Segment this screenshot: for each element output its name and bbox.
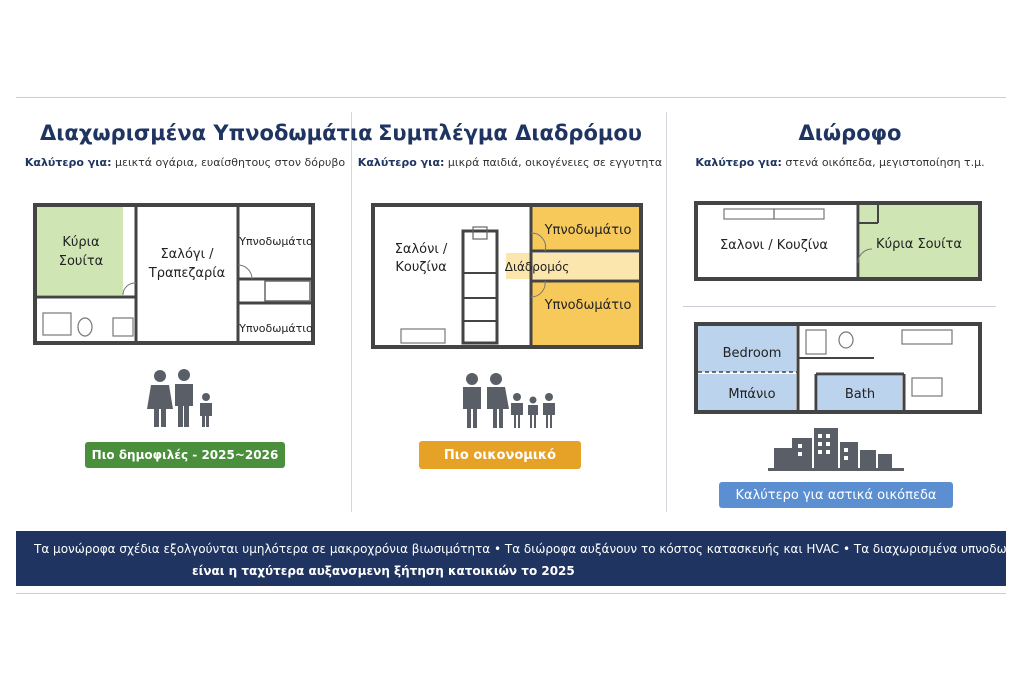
- room-bedroom-top: Υπνοδωμάτιο: [238, 235, 313, 248]
- room-bedroom: Bedroom: [723, 346, 782, 361]
- room-living-2: Τραπεζαρία: [148, 266, 225, 281]
- best-for-two-story: Καλύτερο για: στενά οικόπεδα, μεγιστοποί…: [695, 156, 985, 169]
- floor-divider: [683, 306, 996, 307]
- banner-line-2: είναι η ταχύτερα αυξανσμενη ξήτηση κατοι…: [192, 564, 575, 578]
- column-separator-2: [666, 112, 667, 512]
- banner-line-1: Τα μονώροφα σχέδια εξολγούνται υμηλότερα…: [34, 542, 1024, 556]
- family-five-icon: [463, 373, 555, 428]
- room-bedroom-bottom: Υπνοδωμάτιο: [238, 322, 313, 335]
- floor-plan-split-bedrooms: Κύρια Σουίτα Σαλόγι / Τραπεζαρία Υπνοδωμ…: [33, 203, 315, 345]
- room-living-kitchen: Σαλόνι /: [395, 242, 448, 257]
- room-bedroom-bottom: Υπνοδωμάτιο: [544, 298, 632, 313]
- room-living-kitchen-2: Κουζίνα: [395, 260, 446, 275]
- room-master-suite-2: Σουίτα: [59, 254, 103, 269]
- best-for-split: Καλύτερο για: μεικτά ογάρια, ευαίσθητους…: [24, 156, 346, 169]
- badge-most-popular: Πιο δημοφιλές - 2025~2026: [85, 442, 285, 468]
- summary-banner: Τα μονώροφα σχέδια εξολγούνται υμηλότερα…: [16, 531, 1024, 586]
- room-master-suite: Κύρια Σουίτα: [876, 237, 962, 252]
- bottom-divider: [16, 593, 1006, 594]
- room-bathroom-gr: Μπάνιο: [728, 387, 775, 402]
- badge-best-urban: Καλύτερο για αστικά οικόπεδα: [719, 482, 953, 508]
- badge-most-affordable: Πιο οικονομικό: [419, 441, 581, 469]
- family-three-icon: [147, 369, 212, 427]
- column-separator-1: [351, 112, 352, 512]
- room-bedroom-top: Υπνοδωμάτιο: [544, 223, 632, 238]
- best-for-hallway: Καλύτερο για: μικρά παιδιά, οικογένειες …: [357, 156, 663, 169]
- column-title-hallway-cluster: Συμπλέγμα Διαδρόμου: [378, 121, 642, 145]
- floor-plan-two-story-lower: Bedroom Μπάνιο Bath: [694, 322, 982, 414]
- room-master-suite: Κύρια: [62, 235, 99, 250]
- city-skyline-icon: [768, 428, 904, 471]
- top-divider: [16, 97, 1006, 98]
- room-living: Σαλόγι /: [160, 247, 214, 262]
- column-title-two-story: Διώροφο: [798, 121, 902, 145]
- floor-plan-hallway-cluster: Σαλόνι / Κουζίνα Υπνοδωμάτιο Διάδρομός Υ…: [371, 203, 643, 349]
- room-hallway: Διάδρομός: [505, 260, 570, 274]
- room-living-kitchen: Σαλονι / Κουζίνα: [720, 238, 828, 253]
- column-title-split-bedrooms: Διαχωρισμένα Υπνοδωμάτια: [40, 121, 373, 145]
- floor-plan-two-story-upper: Σαλονι / Κουζίνα Κύρια Σουίτα: [694, 201, 982, 281]
- room-bath: Bath: [845, 387, 875, 402]
